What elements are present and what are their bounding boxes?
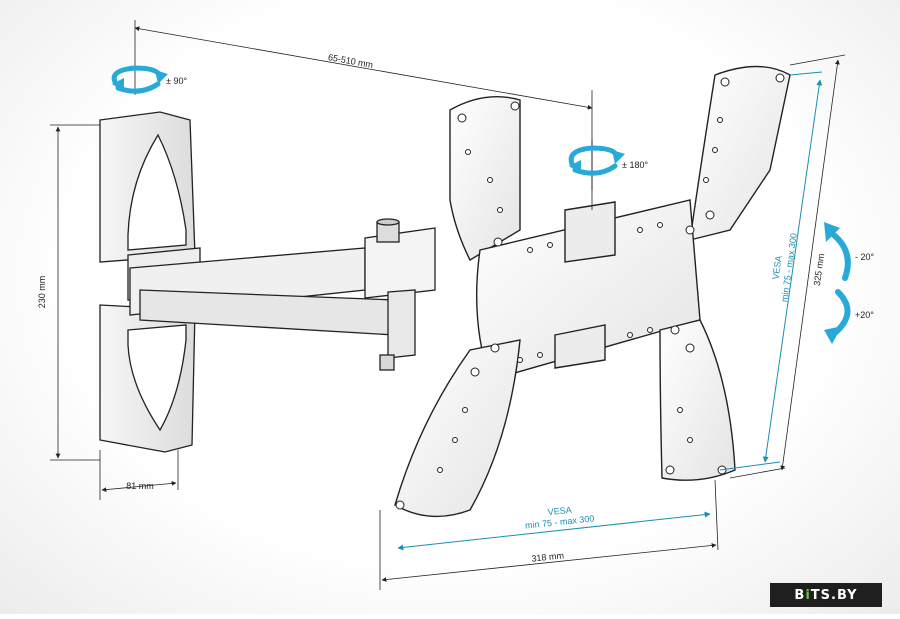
plate-height-label: 325 mm [812,253,826,287]
logo-first: B [794,587,806,603]
vesa-dimension-lines [397,71,823,551]
vesa-plate [394,65,791,518]
logo-rest: TS.BY [810,587,858,603]
articulated-arm [129,218,436,371]
logo-accent: i [805,587,811,603]
base-width-label: 81 mm [126,481,154,491]
wall-plate [99,111,201,453]
swivel-arrow-icon [111,65,168,94]
tilt-up-arrow-icon [824,222,851,281]
tilt-up-angle-label: - 20° [855,252,875,262]
arm-extension-label: 65-510 mm [327,52,374,70]
tilt-down-angle-label: +20° [855,310,874,320]
vesa-vertical-range: min 75 - max 300 [779,232,799,302]
rotate-angle-label: ± 180° [622,160,648,170]
vesa-vertical-label: VESA [770,255,783,280]
height-label: 230 mm [37,276,47,309]
rotate-arrow-icon [568,145,625,176]
swivel-angle-label: ± 90° [166,76,187,86]
tilt-down-arrow-icon [824,289,851,344]
plate-width-label: 318 mm [531,550,564,563]
vesa-horizontal-label: VESA [547,505,572,517]
